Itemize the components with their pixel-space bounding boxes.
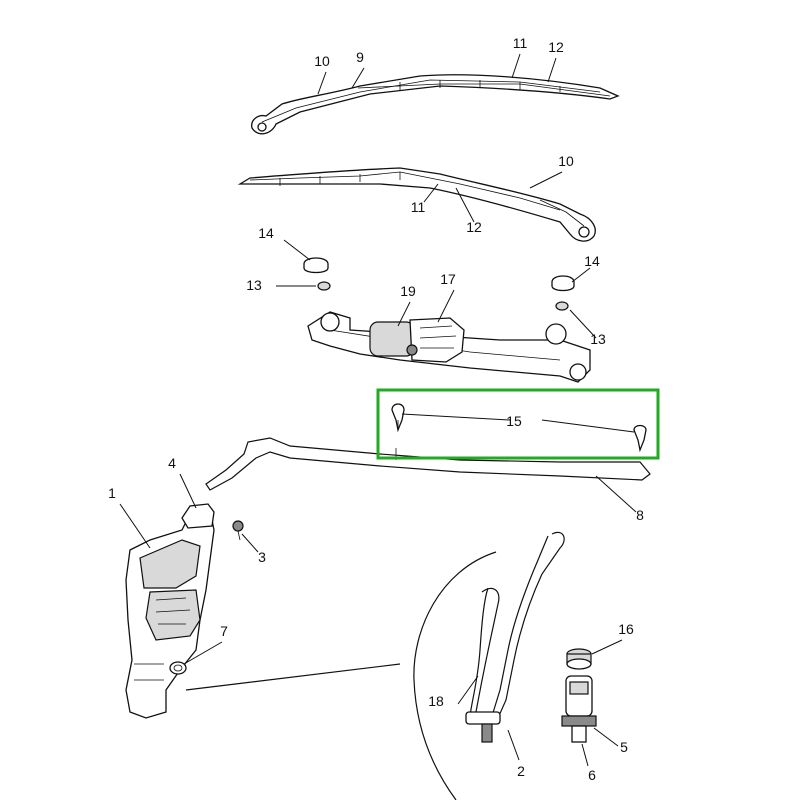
callout-c4: 4 (168, 455, 176, 471)
callout-c13b: 13 (590, 331, 606, 347)
leader-line-c14b (571, 267, 591, 283)
pivot-nut-left (317, 281, 331, 291)
bolt (232, 520, 244, 541)
washer-nozzle-right (633, 424, 647, 453)
callout-c1: 1 (108, 485, 116, 501)
leader-line-c10b (529, 171, 563, 189)
washer-reservoir (125, 503, 215, 719)
callout-c11a: 11 (513, 35, 528, 51)
leader-line-c16 (591, 639, 623, 655)
leader-line-c17 (437, 289, 455, 323)
leader-line-c14a (283, 239, 311, 261)
callout-c10a: 10 (314, 53, 330, 69)
leader-lines (119, 53, 637, 767)
callout-c16: 16 (618, 621, 634, 637)
leader-line-c1 (119, 503, 151, 549)
callout-c3: 3 (258, 549, 266, 565)
washer-hose (205, 437, 651, 491)
pivot-cap-right (551, 275, 575, 292)
leader-line-c19 (397, 301, 411, 327)
wiper-motor (369, 317, 465, 363)
leader-line-c8 (595, 475, 637, 513)
leader-line-c2 (507, 729, 520, 761)
callout-c17: 17 (440, 271, 456, 287)
wiper-arm-lower (237, 167, 596, 242)
callout-c18: 18 (428, 693, 444, 709)
callout-c12a: 12 (548, 39, 564, 55)
wiper-arm-upper (251, 74, 620, 135)
pivot-nut-right (555, 301, 569, 311)
callout-c8: 8 (636, 507, 644, 523)
callout-c5: 5 (620, 739, 628, 755)
grommet (169, 661, 187, 675)
leader-line-c6 (581, 743, 589, 767)
callout-c10b: 10 (558, 153, 574, 169)
callout-c12b: 12 (466, 219, 482, 235)
washer-nozzle-left (391, 403, 405, 433)
callout-c19: 19 (400, 283, 416, 299)
leader-line-c11a (511, 53, 521, 79)
leader-line-c13b (569, 309, 597, 339)
detail-view-arc (413, 551, 497, 801)
callout-c9: 9 (356, 49, 364, 65)
callout-c14a: 14 (258, 225, 274, 241)
highlight-box (376, 388, 660, 460)
leader-line-c11b (423, 183, 439, 203)
callout-c2: 2 (517, 763, 525, 779)
leader-line-c3 (241, 533, 259, 553)
leader-line-c10a (317, 71, 327, 95)
callout-c11b: 11 (411, 199, 426, 215)
leader-line-c18 (457, 675, 479, 705)
pump-seal (566, 648, 592, 670)
leader-line-c15 (401, 413, 511, 421)
leader-line-c12a (547, 57, 557, 83)
callout-c6: 6 (588, 767, 596, 783)
detail-leader-line (185, 663, 401, 691)
leader-line-c15-b (541, 419, 635, 433)
callout-c7: 7 (220, 623, 228, 639)
callout-c15: 15 (506, 413, 522, 429)
washer-hoses-detail (465, 531, 565, 743)
leader-line-c12b (455, 187, 475, 223)
leader-line-c7 (183, 641, 223, 665)
leader-line-c5 (593, 727, 619, 747)
washer-pump (561, 675, 597, 743)
leader-line-c4 (179, 473, 197, 509)
callout-c13a: 13 (246, 277, 262, 293)
pivot-cap-left (303, 257, 329, 274)
leader-line-c9 (351, 67, 365, 89)
callout-c14b: 14 (584, 253, 600, 269)
